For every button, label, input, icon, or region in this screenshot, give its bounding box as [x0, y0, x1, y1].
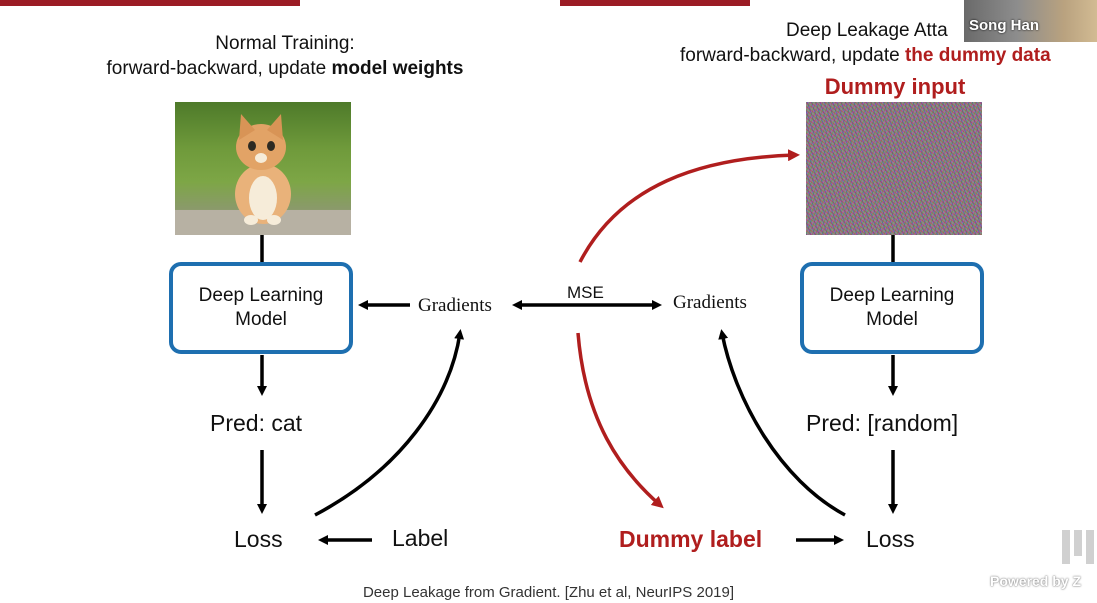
loss-to-gradients-arrow-right	[718, 329, 846, 517]
speaker-video-thumbnail[interactable]	[964, 0, 1097, 42]
citation-caption: Deep Leakage from Gradient. [Zhu et al, …	[362, 584, 735, 601]
update-dummy-input-arrow	[578, 149, 800, 263]
label-text: Label	[392, 525, 449, 551]
dummy-noise-image	[806, 102, 982, 235]
brand-logo-icon	[1062, 530, 1097, 564]
heading-bold: model weights	[331, 58, 464, 79]
slide-title-fragment	[0, 0, 300, 6]
slide-title-fragment	[560, 0, 750, 6]
heading-line: forward-backward, update model weights	[60, 56, 510, 81]
heading-line: Deep Leakage Atta	[786, 20, 948, 41]
pred-random-label: Pred: [random]	[806, 410, 959, 436]
heading-text: forward-backward, update	[106, 58, 332, 79]
deep-leakage-heading: Deep Leakage Atta forward-backward, upda…	[676, 18, 1097, 68]
heading-text: forward-backward, update	[680, 45, 905, 66]
cat-illustration	[175, 114, 351, 235]
deep-learning-model-box-left: Deep Learning Model	[169, 262, 353, 354]
loss-right-label: Loss	[866, 526, 915, 552]
gradients-left-label: Gradients	[418, 295, 492, 316]
dummy-input-label: Dummy input	[824, 74, 966, 99]
normal-training-heading: Normal Training: forward-backward, updat…	[60, 31, 510, 81]
speaker-name: Song Han	[969, 17, 1039, 34]
heading-line: Normal Training:	[215, 33, 355, 54]
pred-cat-label: Pred: cat	[210, 410, 303, 436]
loss-left-label: Loss	[234, 526, 283, 552]
cat-image	[175, 102, 351, 235]
heading-bold: the dummy data	[904, 45, 1051, 66]
mse-label: MSE	[567, 283, 604, 302]
gradients-right-label: Gradients	[673, 292, 747, 313]
powered-by-watermark: Powered by Z	[990, 573, 1082, 589]
heading-line: forward-backward, update the dummy data	[676, 43, 1097, 68]
model-label: Model	[235, 309, 287, 330]
model-label: Model	[866, 309, 918, 330]
update-dummy-label-arrow	[576, 332, 664, 509]
deep-learning-model-box-right: Deep Learning Model	[800, 262, 984, 354]
model-label: Deep Learning	[198, 285, 324, 306]
loss-to-gradients-arrow-left	[314, 329, 465, 517]
model-label: Deep Learning	[829, 285, 955, 306]
dummy-label-text: Dummy label	[619, 526, 763, 552]
